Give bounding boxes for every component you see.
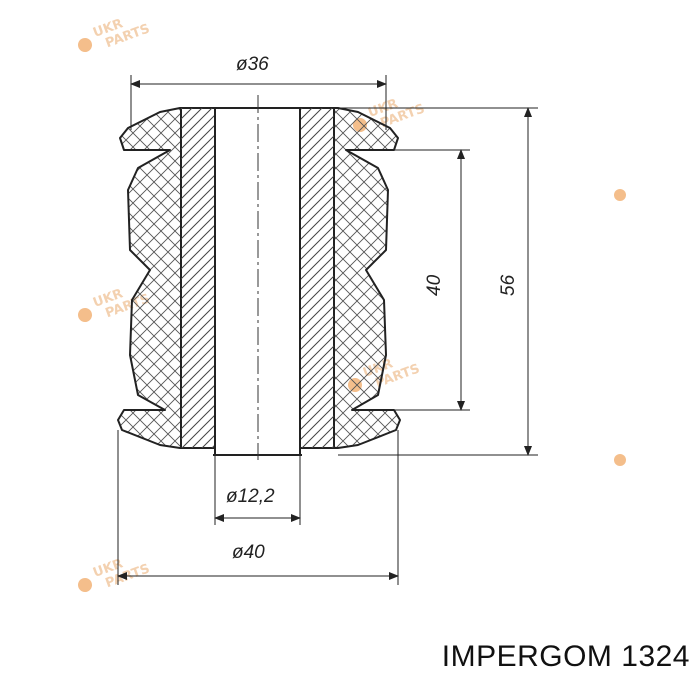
dim-inner-height: 40 <box>346 149 470 411</box>
dim-label-bottom-diameter: ø40 <box>232 542 265 563</box>
watermark-logo: UKR PARTS <box>78 556 152 592</box>
dim-total-height: 56 <box>338 107 538 456</box>
dim-bore-diameter: ø12,2 <box>214 455 301 525</box>
dim-label-inner-height: 40 <box>424 274 445 296</box>
dim-label-top-diameter: ø36 <box>236 54 269 75</box>
dim-label-total-height: 56 <box>498 274 519 296</box>
watermark-gear-icon <box>614 189 626 201</box>
watermark-gear-icon <box>614 454 626 466</box>
part-caption: IMPERGOM 1324 <box>441 640 690 673</box>
watermark-logo: UKR PARTS <box>78 16 152 52</box>
dim-top-diameter: ø36 <box>130 54 387 130</box>
dim-bottom-diameter: ø40 <box>117 430 399 585</box>
dim-label-bore-diameter: ø12,2 <box>226 486 275 507</box>
